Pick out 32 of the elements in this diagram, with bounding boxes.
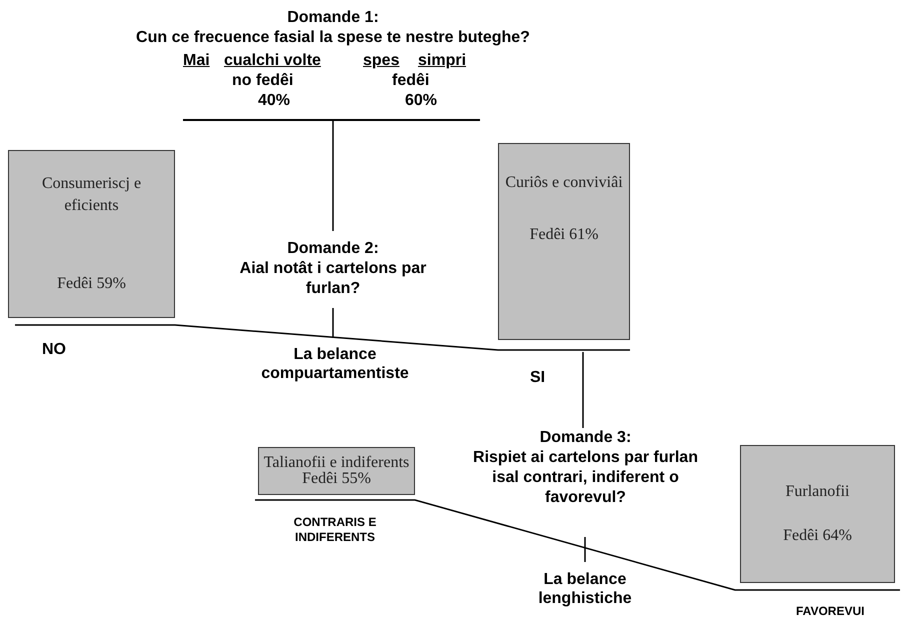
loyalty-percentage: Fedêi 55% (302, 471, 371, 487)
question-text: Cun ce frecuence fasial la spese te nestre buteghe? (136, 28, 530, 48)
label: La belance compuartamentiste (260, 345, 410, 383)
label: cualchi volte (224, 51, 321, 70)
group-name: Talianofii e indiferents (264, 455, 410, 471)
label: simpri (418, 51, 466, 70)
label: fedêi (392, 71, 430, 90)
label: 60% (405, 91, 438, 110)
group-box (740, 445, 895, 583)
loyalty-percentage: Fedêi 64% (783, 526, 852, 546)
label: NO (42, 340, 66, 359)
question-heading: Domande 3: (540, 428, 632, 448)
label: CONTRARIS E INDIFERENTS (292, 515, 378, 545)
group-box (498, 143, 630, 340)
question-heading: Domande 2: (287, 239, 379, 259)
label: La belance lenghistiche (537, 570, 633, 608)
group-name: Consumeriscj e eficients (40, 174, 142, 216)
label: 40% (258, 91, 290, 110)
group-name: Furlanofii (786, 482, 850, 502)
group-name: Curiôs e conviviâi (505, 173, 623, 193)
question-text: Aial notât i cartelons par furlan? (238, 259, 428, 299)
loyalty-percentage: Fedêi 59% (57, 274, 126, 294)
group-box (8, 150, 175, 318)
label: no fedêi (232, 71, 294, 90)
group-box (258, 447, 415, 495)
label: spes (363, 51, 400, 70)
question-text: Rispiet ai cartelons par furlan isal contrari, indiferent o favorevul? (472, 448, 699, 508)
label: Mai (183, 51, 210, 70)
label: FAVOREVUI (796, 604, 864, 619)
loyalty-percentage: Fedêi 61% (530, 225, 598, 245)
label: SI (530, 368, 546, 387)
question-heading: Domande 1: (287, 8, 379, 28)
